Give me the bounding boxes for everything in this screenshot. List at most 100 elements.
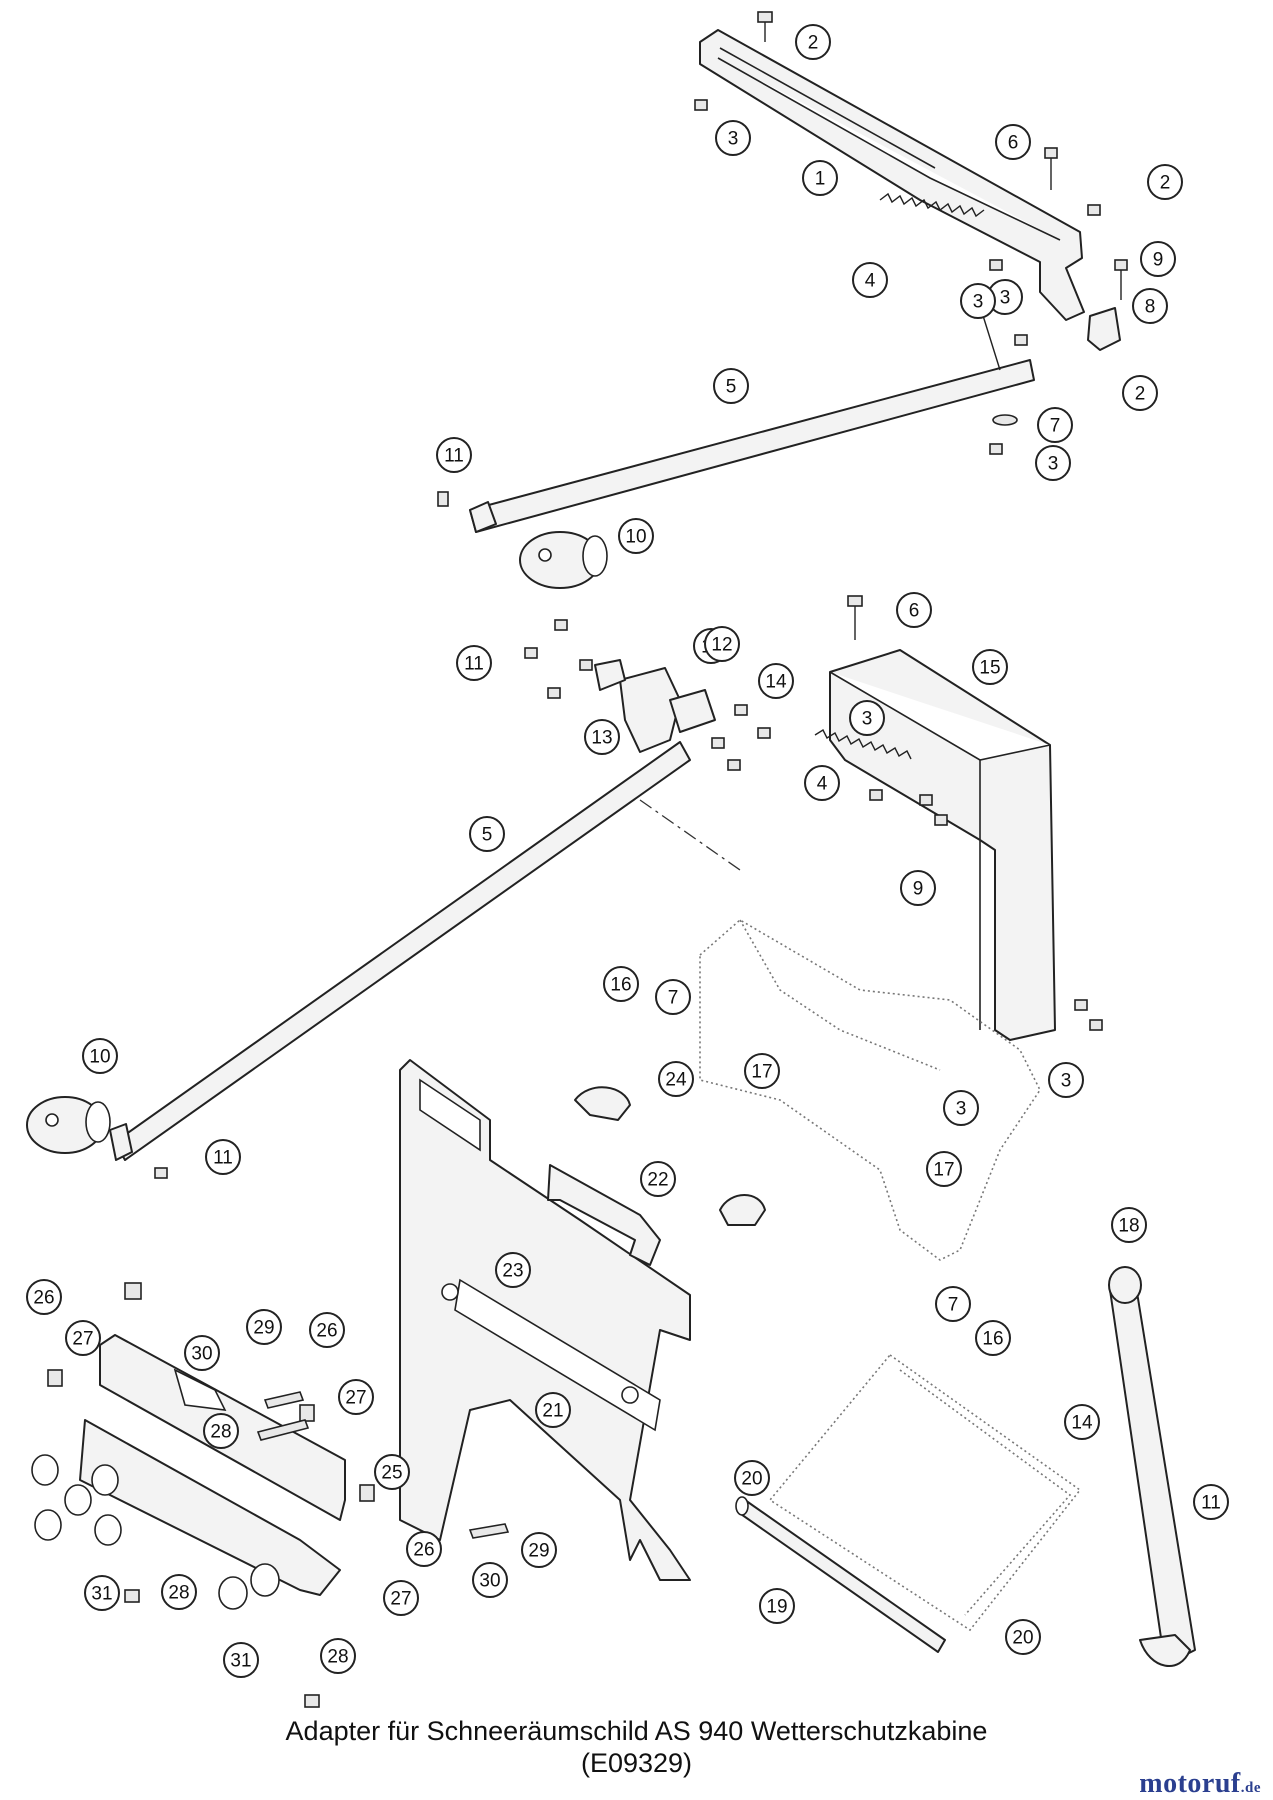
callout-11: 11 [1193,1484,1229,1520]
callout-number: 16 [610,975,631,996]
tube-arm-middle [109,741,741,1161]
knob-upper [519,531,608,589]
callout-27: 27 [338,1379,374,1415]
callout-circle [995,124,1031,160]
callout-circle [472,1562,508,1598]
callout-30: 30 [184,1335,220,1371]
callout-circle [618,518,654,554]
callout-8: 8 [1132,288,1168,324]
callout-20: 20 [734,1460,770,1496]
callout-number: 2 [1160,173,1171,194]
mount-12 [669,689,716,733]
callout-26: 26 [26,1279,62,1315]
callout-3: 3 [1048,1062,1084,1098]
callout-circle [82,1038,118,1074]
tube-arm-upper [469,289,1035,533]
callout-number: 29 [253,1318,274,1339]
callout-number: 24 [665,1070,687,1091]
callout-circle [734,1460,770,1496]
callout-circle [1140,241,1176,277]
rod-19 [735,1496,946,1653]
callout-number: 8 [1145,297,1156,318]
clip-18 [1108,1266,1196,1667]
diagram-caption: Adapter für Schneeräumschild AS 940 Wett… [0,1715,1273,1779]
callout-number: 4 [817,774,828,795]
callout-circle [65,1320,101,1356]
callout-number: 11 [1201,1493,1221,1514]
callout-circle [320,1638,356,1674]
callout-number: 17 [751,1062,772,1083]
callout-number: 13 [591,728,612,749]
callout-number: 10 [625,527,646,548]
callout-circle [852,262,888,298]
callout-number: 6 [909,601,920,622]
callout-number: 20 [741,1469,762,1490]
callout-circle [1147,164,1183,200]
main-bracket-21 [399,1059,691,1581]
callout-number: 3 [1061,1071,1072,1092]
callout-number: 7 [668,988,679,1009]
callout-25: 25 [374,1454,410,1490]
callout-number: 31 [230,1651,251,1672]
callout-29: 29 [521,1532,557,1568]
callout-number: 2 [1135,384,1146,405]
callout-circle [246,1309,282,1345]
callout-circle [804,765,840,801]
callout-circle [1111,1207,1147,1243]
callout-circle [935,1286,971,1322]
callout-circle [713,368,749,404]
washer-icons-lower [31,1282,510,1708]
callout-number: 21 [542,1401,563,1422]
callout-number: 23 [502,1261,523,1282]
callout-number: 22 [647,1170,668,1191]
bracket-small-8 [1087,307,1121,351]
callout-number: 9 [1153,250,1164,271]
callout-circle [495,1252,531,1288]
callout-27: 27 [65,1320,101,1356]
callout-5: 5 [713,368,749,404]
callout-number: 11 [444,446,464,467]
callout-number: 11 [464,654,484,675]
callout-10: 10 [618,518,654,554]
spring-upper [879,192,985,218]
callout-circle [759,1588,795,1624]
callout-number: 29 [528,1541,549,1562]
callout-circle [943,1090,979,1126]
callout-circle [655,979,691,1015]
callout-number: 3 [956,1099,967,1120]
callout-number: 28 [327,1647,348,1668]
callout-number: 11 [213,1148,233,1169]
callout-18: 18 [1111,1207,1147,1243]
callout-number: 3 [728,129,739,150]
callout-3: 3 [960,283,996,319]
callout-11: 11 [205,1139,241,1175]
callout-circle [469,816,505,852]
callout-circle [374,1454,410,1490]
callout-circle [704,626,740,662]
callout-2: 2 [795,24,831,60]
callout-circle [203,1413,239,1449]
callout-number: 3 [973,292,984,313]
callout-3: 3 [715,120,751,156]
arm-bracket-upper [699,29,1085,321]
callout-circle [223,1642,259,1678]
callout-circle [521,1532,557,1568]
callout-16: 16 [603,966,639,1002]
callout-circle [926,1151,962,1187]
callout-number: 28 [168,1583,189,1604]
callout-number: 19 [766,1597,787,1618]
callout-4: 4 [804,765,840,801]
callout-31: 31 [84,1575,120,1611]
callout-2: 2 [1147,164,1183,200]
callout-number: 3 [862,709,873,730]
callout-circle [584,719,620,755]
phantom-panel-bottom [768,1353,1082,1632]
callout-number: 27 [345,1388,366,1409]
callout-number: 15 [979,658,1000,679]
callout-number: 1 [815,169,826,190]
callout-circle [1122,375,1158,411]
callout-16: 16 [975,1320,1011,1356]
callout-number: 7 [948,1295,959,1316]
callout-14: 14 [758,663,794,699]
